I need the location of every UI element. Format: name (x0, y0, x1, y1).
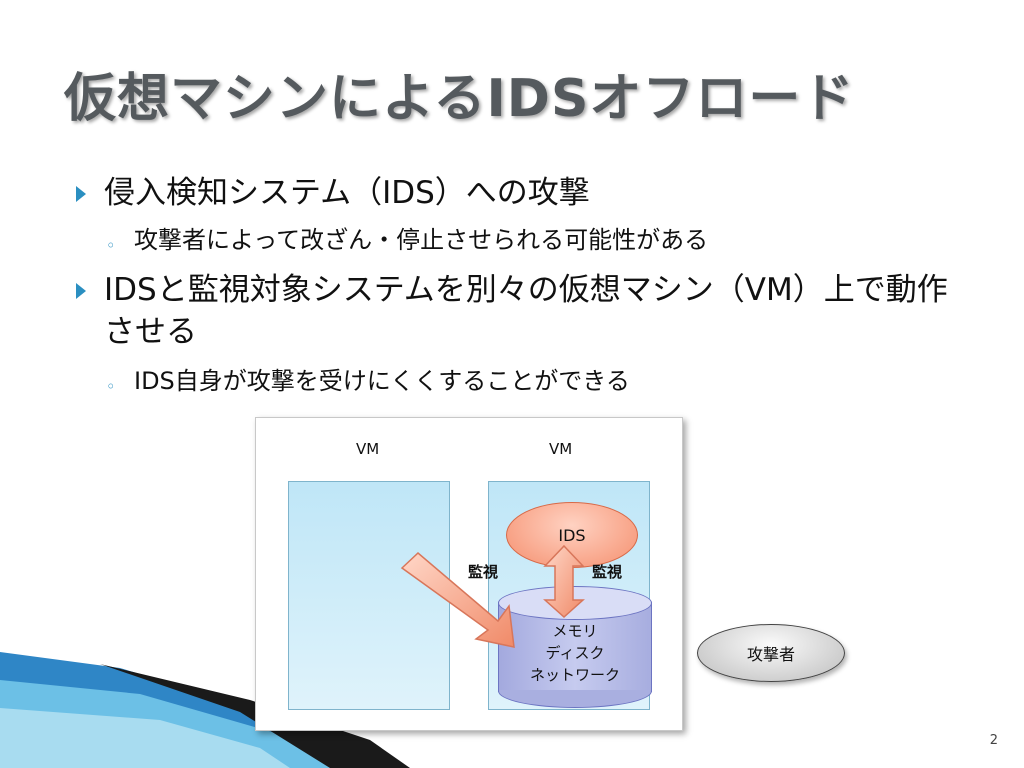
attacker-label: 攻撃者 (746, 645, 795, 664)
resource-cylinder: メモリ ディスク ネットワーク (498, 586, 652, 708)
bullet-marker-icon (76, 186, 86, 202)
resource-disk: ディスク (545, 644, 605, 662)
attacker-node: 攻撃者 (697, 624, 845, 682)
slide-title: 仮想マシンによるIDSオフロード (64, 69, 855, 129)
diagonal-monitor-arrow (400, 551, 515, 648)
resource-list: メモリ ディスク ネットワーク (498, 620, 652, 686)
vm-right-label: VM (549, 440, 573, 458)
bullet-marker-icon (76, 283, 86, 299)
vm-left-label: VM (356, 440, 380, 458)
page-number: 2 (989, 733, 998, 748)
sub-bullet-marker-icon: ◦ (106, 236, 116, 255)
sub-bullet-marker-icon: ◦ (106, 377, 116, 396)
bullet-1-sub-1: 攻撃者によって改ざん・停止させられる可能性がある (134, 226, 709, 254)
vertical-monitor-arrow (543, 544, 585, 619)
ids-node: IDS (506, 502, 638, 568)
resource-memory: メモリ (552, 622, 598, 640)
vm-left-box (288, 481, 450, 710)
bullet-2-sub-1: IDS自身が攻撃を受けにくくすることができる (134, 367, 630, 395)
bullet-2: IDSと監視対象システムを別々の仮想マシン（VM）上で動作させる (104, 272, 948, 350)
monitor-label-left: 監視 (468, 563, 499, 581)
ids-label: IDS (558, 525, 586, 545)
monitor-label-right: 監視 (592, 563, 623, 581)
resource-network: ネットワーク (529, 666, 620, 684)
bullet-1: 侵入検知システム（IDS）への攻撃 (104, 175, 590, 211)
